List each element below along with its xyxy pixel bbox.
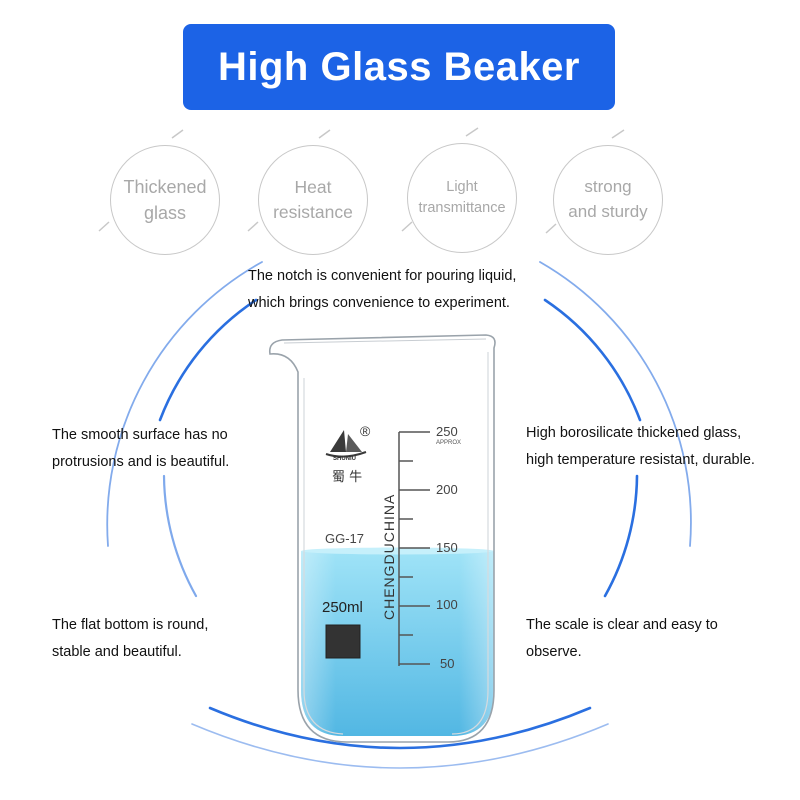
feature-badge-label: Light transmittance bbox=[418, 178, 506, 216]
caption-notch: The notch is convenient for pouring liqu… bbox=[248, 268, 517, 311]
beaker bbox=[268, 334, 496, 743]
arc-right-lower bbox=[603, 474, 639, 598]
arc-bottom-inner bbox=[208, 706, 592, 750]
scale-label-100: 100 bbox=[436, 597, 458, 612]
page-title: High Glass Beaker bbox=[218, 44, 580, 89]
arc-left-outer bbox=[106, 261, 263, 547]
caption-scale: The scale is clear and easy to observe. bbox=[526, 617, 718, 660]
feature-badge-heat-resistance: Heat resistance bbox=[258, 145, 368, 255]
scale-label-200: 200 bbox=[436, 482, 458, 497]
badge-tick-lines bbox=[98, 127, 625, 234]
arc-left-inner bbox=[158, 298, 258, 422]
caption-smooth-surface: The smooth surface has no protrusions an… bbox=[52, 427, 230, 470]
beaker-glass-outline bbox=[268, 334, 496, 743]
graduation-scale bbox=[398, 431, 430, 666]
beaker-capacity: 250ml bbox=[322, 599, 363, 616]
arc-right-inner bbox=[543, 298, 642, 422]
feature-badge-label: strong and sturdy bbox=[568, 177, 648, 221]
arc-left-lower bbox=[162, 474, 198, 598]
scale-label-50: 50 bbox=[440, 656, 455, 671]
scale-approx: APPROX bbox=[436, 440, 462, 446]
caption-flat-bottom: The flat bottom is round, stable and bea… bbox=[52, 617, 209, 660]
beaker-model: GG-17 bbox=[325, 531, 365, 546]
beaker-marking-box bbox=[325, 624, 361, 659]
feature-badge-thickened-glass: Thickened glass bbox=[110, 145, 220, 255]
caption-borosilicate: High borosilicate thickened glass, high … bbox=[526, 425, 755, 468]
arc-bottom-outer bbox=[191, 723, 609, 769]
feature-badge-strong-and-sturdy: strong and sturdy bbox=[553, 145, 663, 255]
feature-badge-light-transmittance: Light transmittance bbox=[407, 143, 517, 253]
feature-badge-label: Thickened glass bbox=[123, 176, 207, 223]
beaker-brand-latin: SHUNIU bbox=[333, 456, 357, 462]
beaker-brand-chinese: 蜀 牛 bbox=[332, 470, 363, 485]
beaker-trademark: ® bbox=[360, 423, 371, 439]
title-banner: High Glass Beaker bbox=[183, 24, 615, 110]
feature-badge-label: Heat resistance bbox=[273, 176, 353, 222]
brand-logo bbox=[325, 430, 367, 458]
beaker-manufacturer: CHENGDUCHINA bbox=[381, 493, 397, 620]
scale-label-250: 250 bbox=[436, 424, 458, 439]
scale-label-150: 150 bbox=[436, 540, 458, 555]
arc-right-outer bbox=[539, 261, 692, 547]
decorative-arcs bbox=[106, 261, 692, 769]
